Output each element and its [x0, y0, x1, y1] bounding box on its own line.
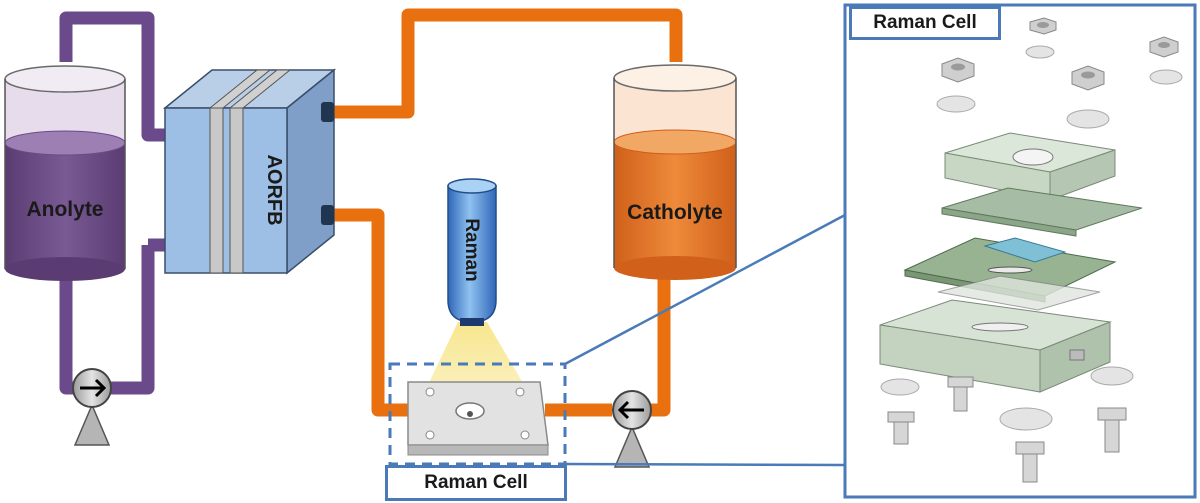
washer-icon [1149, 69, 1183, 85]
callout-lines [564, 213, 846, 467]
washer-icon [999, 407, 1053, 431]
nut-icon [941, 57, 975, 83]
washer-icon [1025, 45, 1055, 59]
raman-cell-dashed-frame [388, 362, 567, 466]
aorfb-stack: AORFB [162, 68, 337, 275]
catholyte-tubing [333, 8, 683, 417]
washer-icon [1090, 366, 1134, 386]
bolt-icon [1015, 441, 1045, 483]
bolt-icon [887, 411, 915, 445]
nut-icon [1071, 65, 1105, 91]
raman-cell-detail-label: Raman Cell [849, 6, 1001, 40]
catholyte-tank: Catholyte [613, 64, 737, 280]
bolt-icon [947, 376, 974, 412]
nut-icon [1029, 17, 1057, 35]
nut-icon [1149, 36, 1179, 58]
right-pump-icon [612, 390, 652, 468]
raman-cell-bottom-label: Raman Cell [385, 465, 567, 501]
exploded-raman-cell [879, 17, 1183, 483]
catholyte-label: Catholyte [627, 201, 723, 224]
raman-probe-icon: Raman [415, 178, 540, 412]
washer-icon [1066, 109, 1110, 129]
raman-probe-label: Raman [461, 218, 482, 281]
washer-icon [936, 95, 976, 113]
bolt-icon [1097, 407, 1127, 453]
aorfb-label: AORFB [263, 154, 285, 225]
anolyte-tank: Anolyte [4, 65, 126, 281]
washer-icon [880, 378, 920, 396]
raman-cell-small [388, 362, 567, 466]
left-pump-icon [72, 368, 112, 446]
anolyte-label: Anolyte [26, 198, 103, 221]
